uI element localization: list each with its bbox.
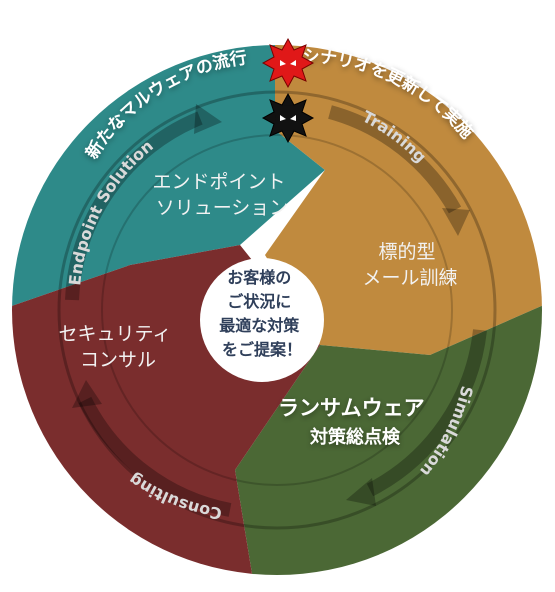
arrow-consulting-head [72,380,102,408]
arrow-simulation-head [346,478,376,506]
inner-ring-2 [101,134,453,486]
segment-training-label: 標的型 メール訓練 [362,241,457,289]
arrow-training [328,105,462,214]
arrow-endpoint [65,111,203,301]
center-circle [200,258,324,382]
segment-ransomware-label: ランサムウェア 対策総点検 [278,396,432,448]
arrow-simulation [366,329,487,497]
virus-red-icon [261,37,315,89]
arrow-endpoint-head [194,104,222,134]
center-message: お客様の ご状況に 最適な対策 をご提案！ [219,268,305,359]
virus-black-icon [261,92,315,144]
arrow-consulting [78,396,232,517]
inner-ring [57,90,497,530]
arrow-training-head [442,208,470,236]
segment-consult-label: セキュリティ コンサル [59,323,178,371]
segment-endpoint-label: エンドポイント ソリューション [152,171,291,219]
